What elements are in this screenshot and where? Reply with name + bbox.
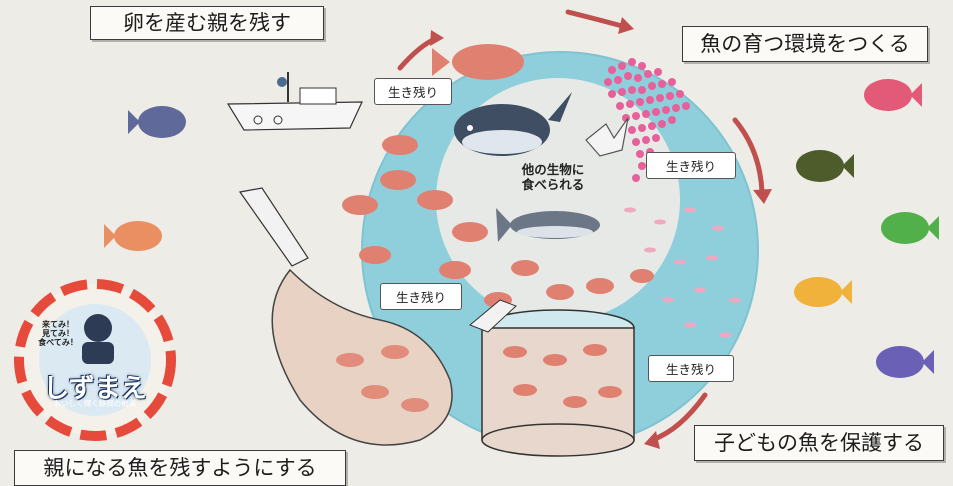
fish-icon [876,346,934,378]
logo-subtitle: おいしく輝く静岡の前浜 [53,399,137,408]
survive-tag: 生き残り [648,355,734,382]
center-line-2: 食べられる [521,177,585,192]
fish-lifecycle-diagram [14,9,939,457]
logo-bubble: 来てみ！ 見てみ！ 食べてみ！ [38,320,78,347]
logo-bubble-line: 食べてみ！ [38,338,78,347]
cage-icon [469,299,635,457]
fish-icon [128,106,186,138]
label-protect-young: 子どもの魚を保護する [694,425,944,461]
label-keep-parents: 親になる魚を残すようにする [14,450,346,486]
fish-icon [432,44,524,80]
whale-icon [454,92,572,156]
fish-school [342,135,654,308]
larvae [624,207,741,338]
center-line-1: 他の生物に [521,162,585,177]
logo-bubble-line: 見てみ！ [42,329,74,338]
fish-icon [796,150,854,182]
bird-icon [585,117,629,157]
fish-icon [881,212,939,244]
logo-bubble-line: 来てみ！ [42,320,74,329]
label-environment: 魚の育つ環境をつくる [682,26,928,62]
boat-icon [238,187,309,267]
shizumae-logo [14,279,176,441]
survive-tag: 生き残り [380,283,462,310]
label-parent-fish: 卵を産む親を残す [90,6,324,40]
tuna-icon [496,208,600,242]
fish-icon [864,79,922,111]
logo-name: しずまえ [43,374,147,404]
net-icon [271,268,453,446]
eaten-by-others-text: 他の生物に 食べられる [498,162,608,192]
survive-tag: 生き残り [646,152,736,179]
survive-tag: 生き残り [374,78,452,105]
arrow-icon [565,9,625,29]
arrow-icon [732,117,765,195]
boat-icon [226,72,363,131]
fish-icon [794,277,852,307]
fish-icon [104,221,162,251]
